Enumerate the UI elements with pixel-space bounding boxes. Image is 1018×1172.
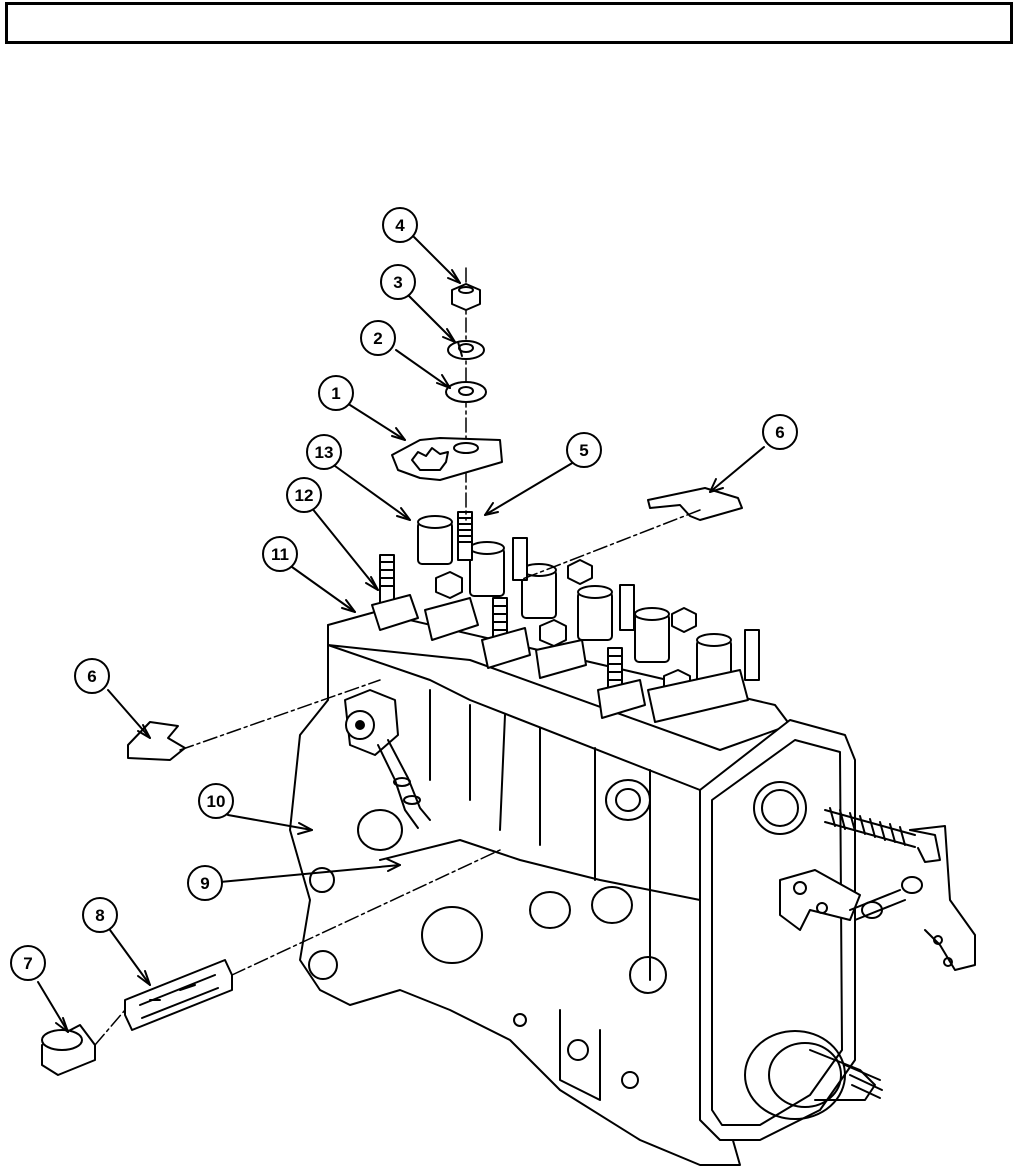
callout-8: 8 (83, 898, 117, 932)
callout-9: 9 (188, 866, 222, 900)
callout-label: 10 (207, 792, 226, 811)
callout-7: 7 (11, 946, 45, 980)
callout-6-left: 6 (75, 659, 109, 693)
callout-label: 8 (95, 906, 104, 925)
callout-label: 11 (271, 545, 289, 564)
shim-left (128, 722, 185, 760)
cap-axis (95, 1010, 125, 1045)
callout-label: 2 (373, 329, 382, 348)
callout-label: 9 (200, 874, 209, 893)
callout-10: 10 (199, 784, 233, 818)
callout-label: 7 (23, 954, 32, 973)
callout-11: 11 (263, 537, 297, 571)
shim-right-axis (520, 510, 700, 580)
flat-washer (446, 382, 486, 402)
callout-3: 3 (381, 265, 415, 299)
callout-5: 5 (567, 433, 601, 467)
callout-label: 6 (87, 667, 96, 686)
callout-label: 3 (393, 273, 402, 292)
nut (452, 284, 480, 310)
callout-4: 4 (383, 208, 417, 242)
callout-label: 1 (331, 384, 340, 403)
callout-2: 2 (361, 321, 395, 355)
callout-label: 5 (579, 441, 588, 460)
clamp-plate (392, 438, 502, 480)
callout-label: 6 (775, 423, 784, 442)
callout-1: 1 (319, 376, 353, 410)
shim-right (648, 488, 742, 520)
callout-label: 12 (295, 486, 314, 505)
callout-6-right: 6 (763, 415, 797, 449)
callout-12: 12 (287, 478, 321, 512)
slotted-sleeve (125, 960, 232, 1030)
callout-13: 13 (307, 435, 341, 469)
callout-label: 13 (315, 443, 334, 462)
lock-washer (448, 341, 484, 359)
callout-label: 4 (395, 216, 405, 235)
